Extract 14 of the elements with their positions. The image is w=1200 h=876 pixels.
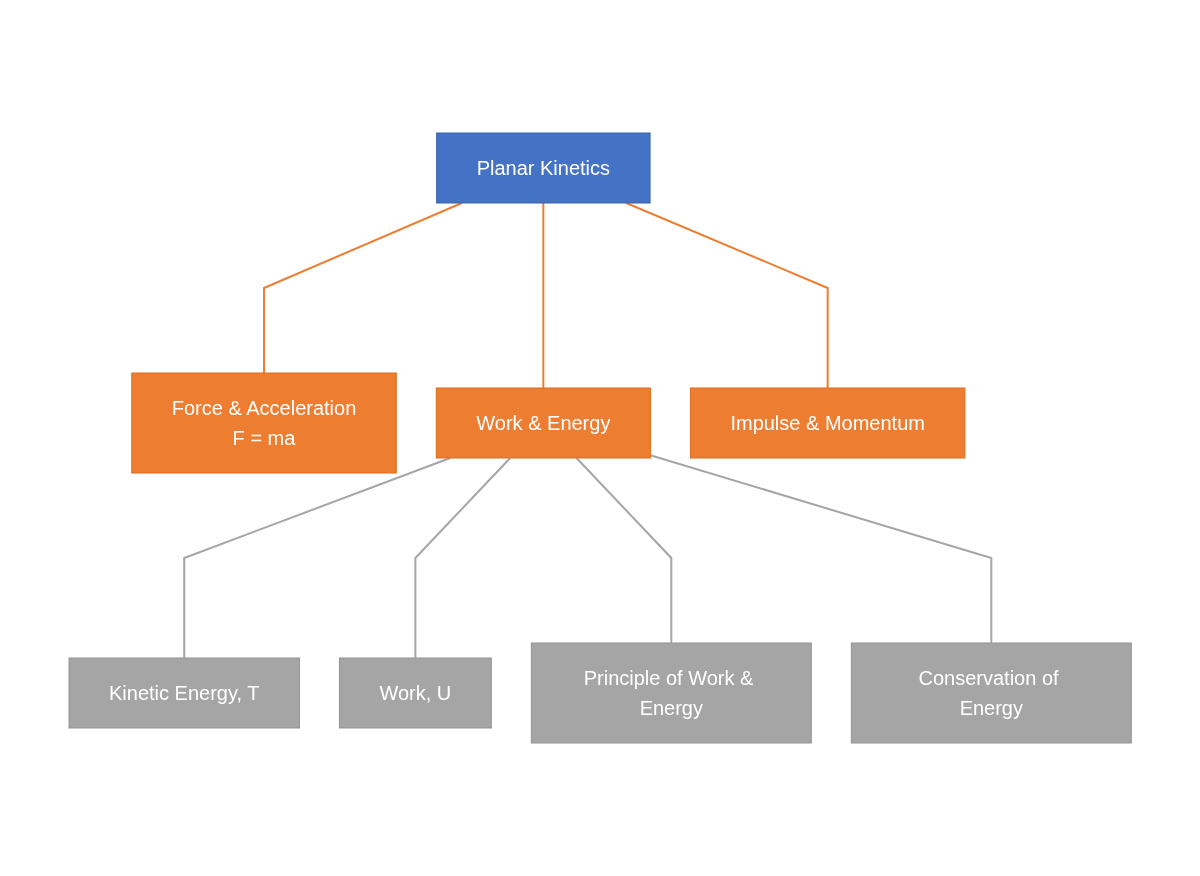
node-box: Force & Acceleration F = ma (131, 372, 397, 474)
node-box: Impulse & Momentum (689, 387, 966, 459)
node-box: Kinetic Energy, T (68, 657, 300, 729)
node-box: Work & Energy (435, 387, 651, 459)
connector (625, 202, 829, 389)
connector (414, 457, 511, 659)
node-box: Conservation of Energy (850, 642, 1132, 744)
connector (262, 202, 463, 374)
node-box: Principle of Work & Energy (530, 642, 812, 744)
connector (575, 457, 673, 644)
node-box: Work, U (338, 657, 492, 729)
connector (649, 454, 993, 644)
node-box: Planar Kinetics (436, 132, 651, 204)
connector (542, 202, 545, 389)
